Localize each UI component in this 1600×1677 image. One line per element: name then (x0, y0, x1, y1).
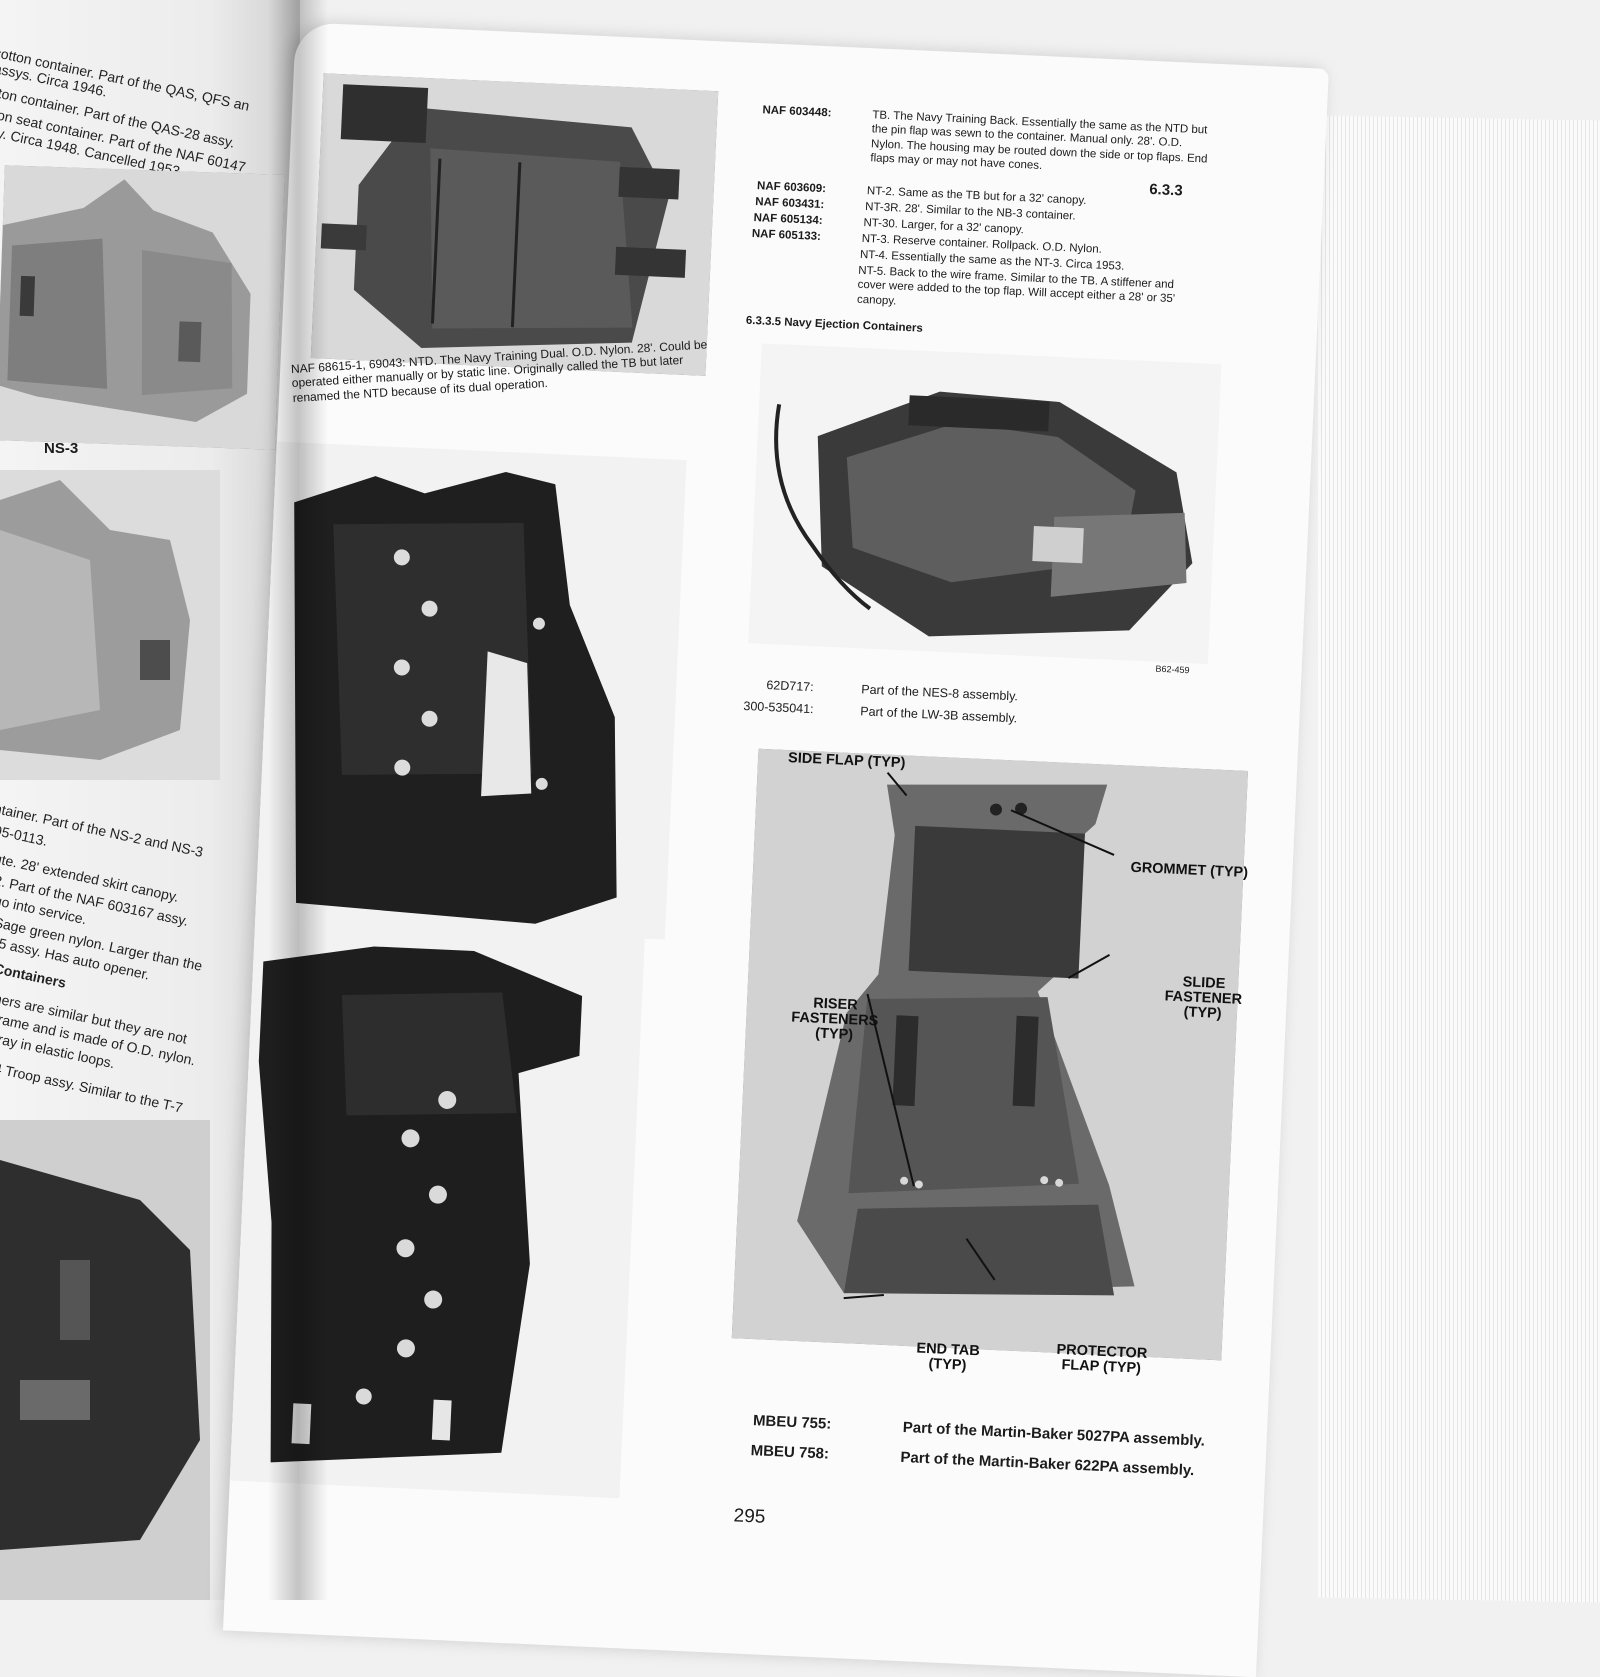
slide-fastener-callout: SLIDE FASTENER (TYP) (1164, 974, 1243, 1023)
entry-code: 62D717: (766, 678, 814, 695)
riser-fasteners-callout: RISER FASTENERS (TYP) (790, 995, 879, 1044)
entry-code: NAF 605133: (751, 227, 822, 244)
navy-entry: NAF 603448: TB. The Navy Training Back. … (760, 103, 1207, 173)
ns3-label: NS-3 (44, 440, 79, 457)
entry-code: NAF 603448: (762, 104, 832, 120)
page-edges (1318, 115, 1600, 1603)
entry-code: NAF 605134: (753, 211, 823, 228)
left-page: cotton container. Part of the QAS, QFS a… (0, 0, 300, 1600)
ntd-back-photo-1 (235, 440, 687, 940)
left-container-photo (0, 470, 220, 780)
right-page: NAF 68615-1, 69043: NTD. The Navy Traini… (222, 22, 1329, 1677)
left-text-line: 4 Troop assy. Similar to the T-7 (0, 1060, 185, 1116)
page-number: 295 (733, 1505, 766, 1528)
entry-code: MBEU 758: (750, 1442, 830, 1463)
photo-code: B62-459 (1155, 663, 1190, 676)
entry-code: MBEU 755: (752, 1412, 832, 1433)
entry-desc: Part of the Martin-Baker 622PA assembly. (900, 1448, 1195, 1480)
labeled-container-photo (731, 748, 1249, 1361)
ejection-containers-heading: 6.3.3.5 Navy Ejection Containers (745, 314, 924, 335)
photo-code: 62-568 (1285, 1368, 1314, 1380)
book-gutter (268, 0, 328, 1600)
left-section-heading: Containers (0, 960, 68, 991)
protector-flap-callout: PROTECTOR FLAP (TYP) (1056, 1341, 1148, 1377)
entry-desc: TB. The Navy Training Back. Essentially … (870, 109, 1208, 173)
entry-code: NAF 603609: (756, 180, 827, 196)
entry-desc: Part of the Martin-Baker 5027PA assembly… (902, 1418, 1206, 1450)
entry-code: 300-535041: (743, 699, 814, 717)
end-tab-callout: END TAB (TYP) (916, 1340, 981, 1375)
left-bottom-photo (0, 1120, 210, 1600)
ejection-container-photo (748, 343, 1222, 665)
ntd-back-photo-2 (222, 919, 645, 1499)
ntd-open-photo (310, 73, 719, 376)
entry-code: NAF 603431: (755, 196, 825, 212)
navy-entries-list: NAF 603448: TB. The Navy Training Back. … (296, 22, 1329, 307)
ns3-container-photo (0, 165, 285, 450)
